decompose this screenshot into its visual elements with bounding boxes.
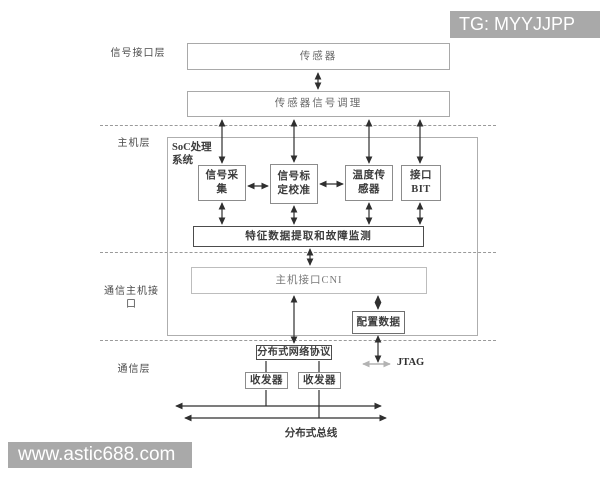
block-soc-system <box>167 137 478 336</box>
block-temperature-sensor: 温度传感器 <box>345 165 393 201</box>
signal-acquisition-label: 信号采集 <box>205 170 239 195</box>
block-distributed-network-protocol: 分布式网络协议 <box>256 345 332 360</box>
layer-label-host: 主机层 <box>117 138 151 149</box>
block-signal-conditioning: 传感器信号调理 <box>187 91 450 117</box>
block-signal-calibration: 信号标定校准 <box>270 164 318 204</box>
layer-separator-1 <box>100 125 496 126</box>
soc-system-label: SoC处理系统 <box>172 142 212 167</box>
block-host-interface-cni: 主机接口CNI <box>191 267 427 294</box>
watermark-website: www.astic688.com <box>8 442 192 468</box>
layer-label-signal-interface: 信号接口层 <box>110 48 166 59</box>
block-transceiver-2: 收发器 <box>298 372 341 389</box>
interface-bit-label: 接口BIT <box>410 170 432 195</box>
temperature-sensor-label: 温度传感器 <box>352 170 386 195</box>
jtag-label: JTAG <box>397 357 425 368</box>
block-feature-extraction: 特征数据提取和故障监测 <box>193 226 424 247</box>
watermark-telegram: TG: MYYJJPP <box>450 11 600 38</box>
layer-label-communication: 通信层 <box>117 364 151 375</box>
block-transceiver-1: 收发器 <box>245 372 288 389</box>
block-interface-bit: 接口BIT <box>401 165 441 201</box>
layer-separator-2 <box>100 252 496 253</box>
layer-label-comm-host-interface: 通信主机接口 <box>104 286 159 310</box>
layer-separator-3 <box>100 340 496 341</box>
block-config-data: 配置数据 <box>352 311 405 334</box>
signal-calibration-label: 信号标定校准 <box>277 171 311 196</box>
block-signal-acquisition: 信号采集 <box>198 165 246 201</box>
block-sensor: 传感器 <box>187 43 450 70</box>
distributed-bus-label: 分布式总线 <box>284 428 338 439</box>
